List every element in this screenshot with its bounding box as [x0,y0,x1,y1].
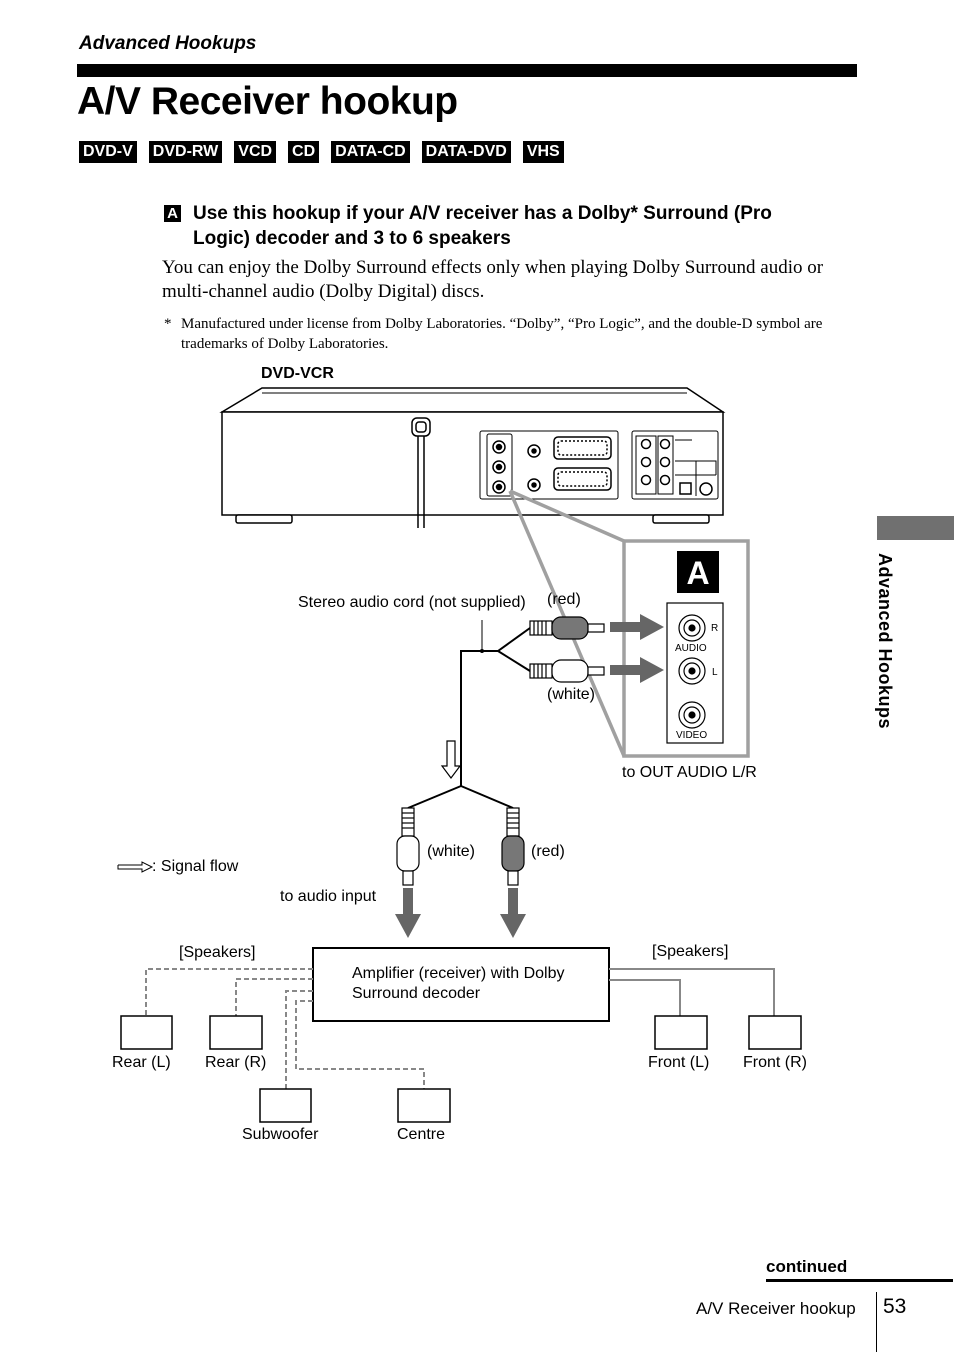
hookup-marker: A [164,205,181,222]
speaker-front-l [654,1015,708,1050]
speaker-boxes [120,1015,802,1123]
hookup-subheading: A Use this hookup if your A/V receiver ha… [164,201,844,251]
format-badges: DVD-V DVD-RW VCD CD DATA-CD DATA-DVD VHS [79,141,564,163]
jack-l-label: L [712,667,718,678]
subwoofer-label: Subwoofer [242,1126,319,1143]
audio-input-label: to audio input [280,888,377,905]
jack-panel [666,602,724,744]
rear-r-label: Rear (R) [205,1054,267,1071]
continued-rule [766,1279,953,1282]
continued-label: continued [766,1257,848,1276]
footer-page-label: A/V Receiver hookup [696,1299,856,1318]
speaker-front-r [748,1015,802,1050]
jack-video-label: VIDEO [676,730,708,741]
device-label: DVD-VCR [261,365,334,382]
badge-cd: CD [288,141,320,163]
front-speaker-wires [609,968,775,1016]
front-r-label: Front (R) [743,1054,807,1071]
lower-red-label: (red) [531,843,565,860]
side-tab-label: Advanced Hookups [875,553,895,730]
callout-letter: A [686,555,709,591]
speaker-rear-l [120,1015,173,1050]
speaker-centre [397,1088,451,1123]
signal-flow-label: : Signal flow [152,858,239,875]
signal-arrows-in [395,888,526,938]
footnote-mark: * [164,316,172,332]
page-title: A/V Receiver hookup [77,80,458,123]
front-l-label: Front (L) [648,1054,710,1071]
jack-r-label: R [711,623,719,634]
subheading-text: Use this hookup if your A/V receiver has… [193,203,772,249]
upper-red-label: (red) [547,591,581,608]
page-number: 53 [883,1295,907,1318]
side-tab [877,516,954,540]
speaker-subwoofer [259,1088,312,1123]
amplifier-label: Amplifier (receiver) with Dolby Surround… [352,965,565,1002]
out-audio-label: to OUT AUDIO L/R [622,764,757,781]
lower-white-label: (white) [427,843,476,860]
header-rule [77,64,857,77]
badge-dvd-v: DVD-V [79,141,137,163]
rear-speaker-wires [145,968,425,1089]
footnote-text: Manufactured under license from Dolby La… [181,316,823,352]
jack-audio-label: AUDIO [675,643,707,654]
speakers-left-label: [Speakers] [179,944,256,961]
lower-plugs [396,807,525,886]
signal-flow-icon [117,861,154,873]
badge-vhs: VHS [522,141,564,163]
signal-direction-arrow [440,740,462,779]
body-paragraph: You can enjoy the Dolby Surround effects… [162,257,824,302]
centre-label: Centre [397,1126,446,1143]
badge-vcd: VCD [234,141,277,163]
rear-l-label: Rear (L) [112,1054,171,1071]
section-header: Advanced Hookups [79,33,257,54]
dvd-vcr-unit [219,387,726,528]
speaker-rear-r [209,1015,263,1050]
signal-arrows-out [610,614,664,683]
stereo-cord [407,620,531,809]
footnote: * Manufactured under license from Dolby … [164,314,844,354]
amplifier-box [312,947,610,1022]
upper-white-label: (white) [547,686,596,703]
badge-data-cd: DATA-CD [331,141,410,163]
badge-dvd-rw: DVD-RW [148,141,223,163]
callout-badge [677,551,719,593]
badge-data-dvd: DATA-DVD [421,141,511,163]
upper-plugs [529,616,605,683]
speakers-right-label: [Speakers] [652,943,729,960]
footer-divider [876,1292,877,1352]
cord-label: Stereo audio cord (not supplied) [298,594,526,611]
